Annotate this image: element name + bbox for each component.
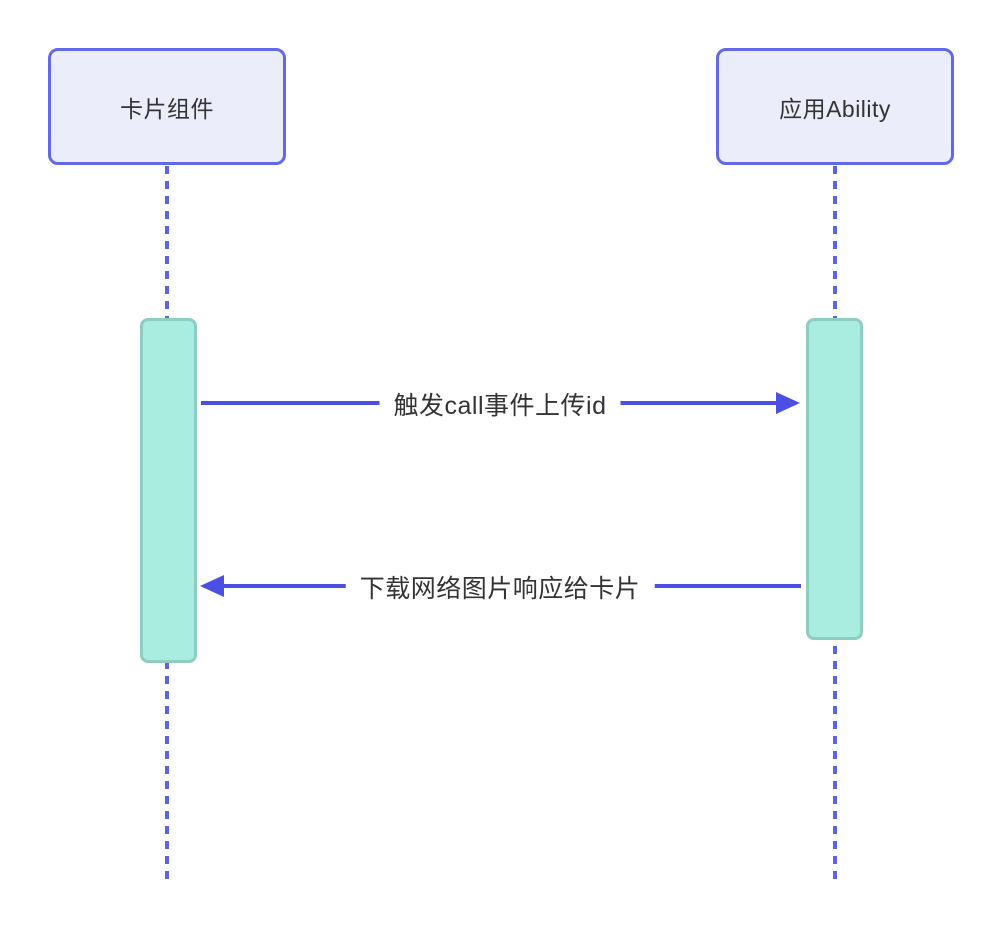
activation-bar-ability [806, 318, 863, 640]
arrowhead-right-icon [776, 392, 800, 414]
arrowhead-left-icon [200, 575, 224, 597]
actor-box-ability: 应用Ability [716, 48, 954, 165]
message-label-1: 触发call事件上传id [379, 382, 621, 426]
actor-label-ability: 应用Ability [779, 95, 891, 122]
activation-bar-card [140, 318, 197, 663]
actor-box-card: 卡片组件 [48, 48, 286, 165]
actor-label-card: 卡片组件 [120, 95, 214, 122]
message-label-2: 下载网络图片响应给卡片 [345, 565, 655, 609]
